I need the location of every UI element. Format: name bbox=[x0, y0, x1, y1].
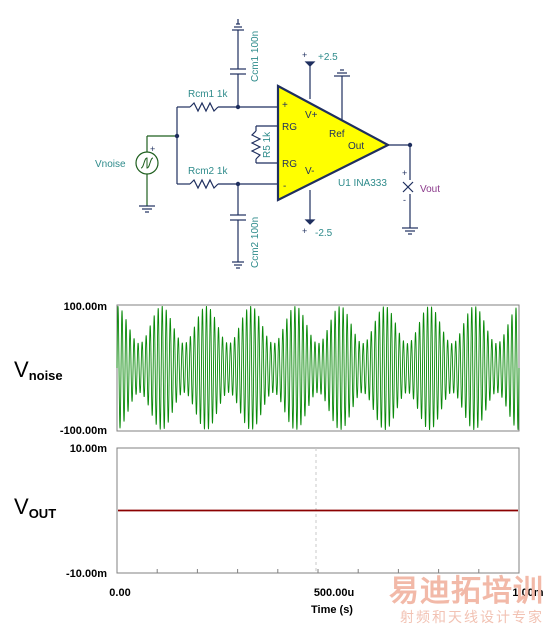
supply-neg-label: -2.5 bbox=[315, 228, 333, 239]
vnoise-label: Vnoise bbox=[95, 159, 126, 170]
pin-ref-label: Ref bbox=[329, 129, 345, 140]
xtick-500u: 500.00u bbox=[314, 587, 354, 599]
vnoise-ytick-top: 100.00m bbox=[64, 301, 108, 313]
ccm2-label: Ccm2 100n bbox=[250, 217, 261, 268]
vout-ytick-top: 10.00m bbox=[70, 443, 108, 455]
schematic-diagram: Rcm1 1k Rcm2 1k Vnoise U1 INA333 +2.5 -2… bbox=[95, 19, 440, 269]
ina333-label: U1 INA333 bbox=[338, 178, 387, 189]
watermark-tagline: 射频和天线设计专家 bbox=[400, 609, 544, 625]
r5-resistor bbox=[250, 130, 262, 160]
vout-ytick-bottom: -10.00m bbox=[66, 568, 107, 580]
xtick-1m: 1.00m bbox=[512, 587, 543, 599]
pin-minus-label: - bbox=[283, 181, 286, 192]
rcm2-resistor bbox=[189, 178, 219, 190]
pin-vpos-label: V+ bbox=[305, 110, 318, 121]
ccm1-label: Ccm1 100n bbox=[250, 31, 261, 82]
vout-ylabel: VOUT bbox=[14, 494, 56, 521]
supply-pos-sign: + bbox=[302, 50, 307, 60]
watermark-logo: 易迪拓培训 bbox=[389, 575, 544, 608]
vnoise-plot: 100.00m -100.00m Vnoise bbox=[14, 301, 520, 437]
vout-minor-ticks bbox=[156, 569, 480, 573]
vout-plus-sign: + bbox=[402, 168, 407, 178]
rcm1-resistor bbox=[189, 101, 219, 113]
vout-label: Vout bbox=[420, 184, 440, 195]
source-plus-sign: + bbox=[150, 144, 155, 154]
rcm1-label: Rcm1 1k bbox=[188, 89, 228, 100]
vout-minus-sign: - bbox=[403, 195, 406, 205]
supply-pos-label: +2.5 bbox=[318, 52, 338, 63]
pin-out-label: Out bbox=[348, 141, 364, 152]
watermark: 易迪拓培训 射频和天线设计专家 bbox=[389, 577, 544, 627]
vnoise-trace bbox=[116, 305, 520, 431]
ina333-amplifier bbox=[276, 84, 391, 202]
vout-plot: 10.00m -10.00m VOUT 0.00 500.00u 1.00m T… bbox=[14, 443, 544, 616]
xtick-0: 0.00 bbox=[109, 587, 130, 599]
vnoise-ylabel: Vnoise bbox=[14, 357, 63, 383]
vnoise-ytick-bottom: -100.00m bbox=[60, 425, 107, 437]
pin-vneg-label: V- bbox=[305, 166, 314, 177]
r5-label: R5 1k bbox=[262, 131, 273, 158]
supply-neg-sign: + bbox=[302, 226, 307, 236]
rcm2-label: Rcm2 1k bbox=[188, 166, 228, 177]
pin-rg-bot-label: RG bbox=[282, 159, 297, 170]
pin-plus-label: + bbox=[282, 100, 288, 111]
pin-rg-top-label: RG bbox=[282, 122, 297, 133]
x-axis-label: Time (s) bbox=[311, 604, 353, 616]
